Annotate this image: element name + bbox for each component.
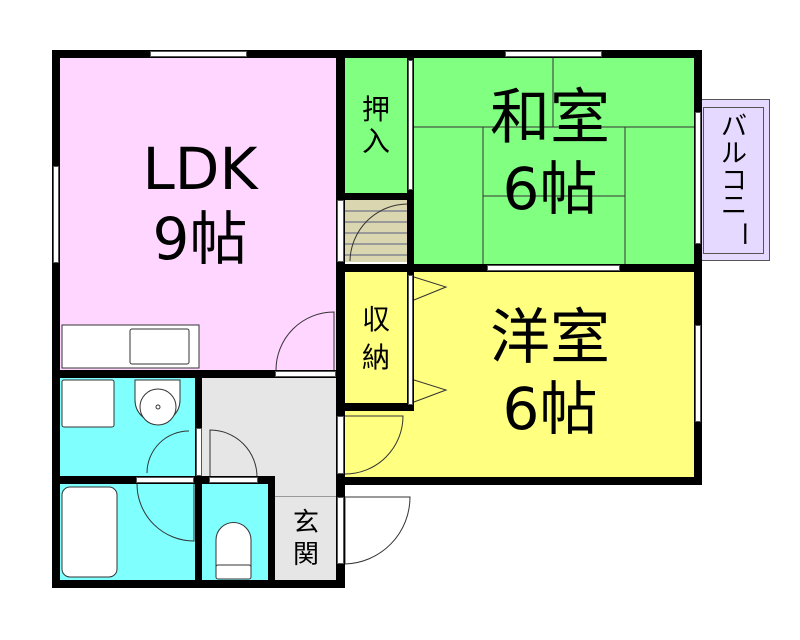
washitsu-size: 6帖 [502, 155, 598, 223]
wall-outer-left [52, 50, 60, 588]
window-washitsu-right [695, 112, 701, 244]
balcony [700, 99, 770, 261]
wall-shuno-bottom [336, 403, 414, 411]
youshitsu-room [345, 272, 695, 477]
ldk-room [60, 58, 336, 370]
wall-ldk-right [336, 50, 345, 588]
door-youshitsu[interactable] [337, 416, 344, 474]
genkan-label-1: 玄 [292, 508, 319, 538]
wall-oshiire-bottom [336, 193, 414, 200]
ldk-label: LDK [142, 135, 258, 203]
shuno-label-1: 収 [361, 303, 390, 336]
window-washitsu-top [505, 51, 602, 57]
genkan-step [275, 496, 336, 580]
ldk-size: 9帖 [152, 205, 248, 273]
window-ldk-left [53, 166, 59, 263]
balcony-inner [703, 107, 764, 254]
youshitsu-label: 洋室 [490, 303, 610, 373]
oshiire-label-2: 入 [361, 125, 390, 158]
balcony-char-5: ー [728, 221, 758, 247]
genkan-label-2: 関 [292, 540, 319, 570]
door-bath[interactable] [136, 477, 194, 483]
wall-yoshitsu-bottom [336, 477, 702, 485]
window-youshitsu-right [695, 325, 701, 422]
oshiire-closet [345, 58, 407, 193]
balcony-char-2: ル [720, 139, 747, 169]
shuno-label-2: 納 [361, 341, 390, 374]
door-toilet[interactable] [209, 477, 258, 483]
oshiire-door[interactable] [408, 60, 413, 190]
window-ldk-top [150, 51, 247, 57]
balcony-char-4: ニ [720, 191, 747, 221]
washitsu-label: 和室 [490, 83, 610, 153]
door-washroom[interactable] [196, 428, 202, 476]
window-washitsu-bottom [487, 265, 620, 271]
wall-outer-top [52, 50, 702, 58]
wall-closet-divider [407, 58, 414, 408]
balcony-char-1: バ [720, 112, 747, 142]
wall-toilet-right [268, 476, 275, 588]
door-entrance[interactable] [337, 497, 344, 564]
oshiire-label-1: 押 [361, 93, 390, 126]
youshitsu-size: 6帖 [502, 375, 598, 443]
door-stairs[interactable] [337, 200, 344, 262]
door-ldk[interactable] [275, 371, 336, 377]
closet-door[interactable] [408, 275, 413, 405]
balcony-char-3: コ [720, 166, 747, 196]
washitsu-room [414, 58, 694, 264]
